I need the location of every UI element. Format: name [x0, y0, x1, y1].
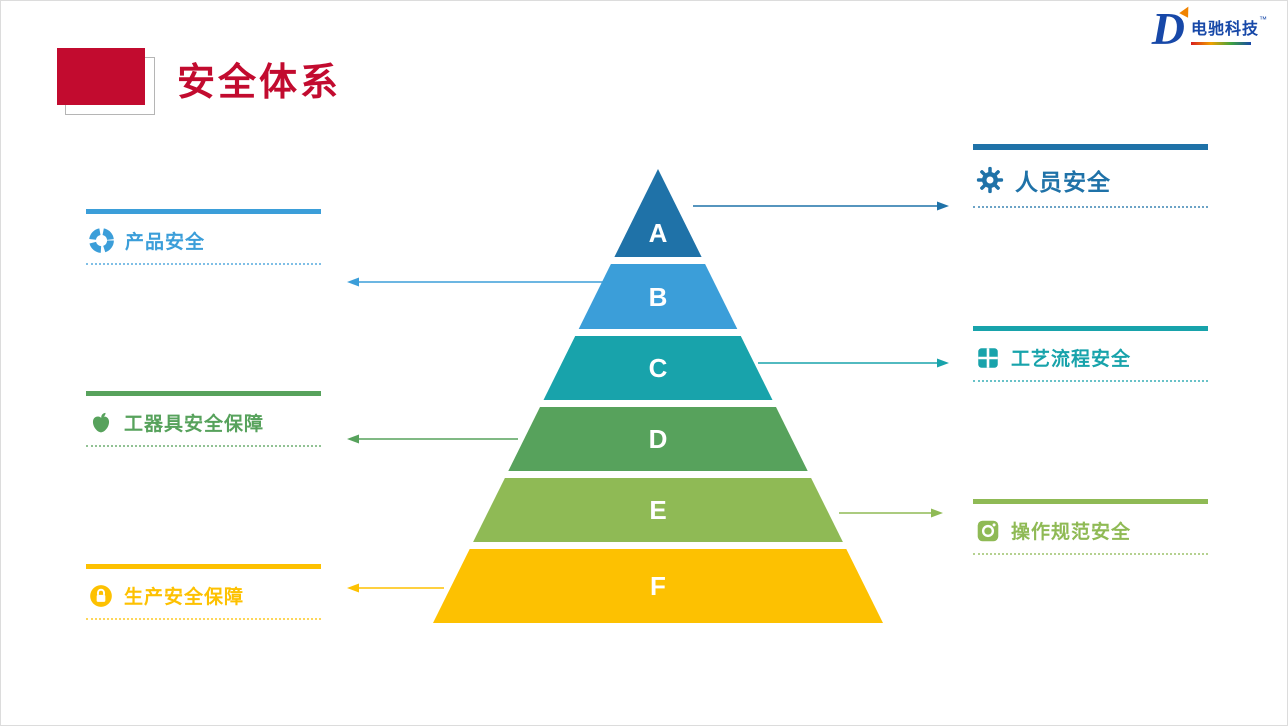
- pyramid-letter-b: B: [649, 282, 668, 312]
- arrowhead-d: [347, 434, 359, 444]
- callout-top-bar: [973, 144, 1208, 150]
- callout-dotted-line: [86, 445, 321, 447]
- callout-operation-safety: 操作规范安全: [973, 499, 1208, 555]
- callout-label: 生产安全保障: [124, 587, 245, 608]
- callout-label: 操作规范安全: [1011, 522, 1132, 543]
- pyramid-letter-f: F: [650, 571, 666, 601]
- callout-label: 人员安全: [1015, 169, 1111, 195]
- callout-dotted-line: [973, 380, 1208, 382]
- window-grid-icon: [978, 347, 998, 368]
- aperture-icon: [89, 228, 114, 253]
- callout-top-bar: [973, 499, 1208, 504]
- apple-icon: [92, 412, 110, 432]
- callout-personnel-safety: 人员安全: [973, 144, 1208, 208]
- callout-tools-safety: 工器具安全保障: [86, 391, 321, 447]
- arrowhead-a: [937, 201, 949, 211]
- arrowhead-f: [347, 583, 359, 593]
- logo-rainbow-bar: [1190, 42, 1251, 45]
- callout-label: 工艺流程安全: [1011, 349, 1132, 370]
- callout-dotted-line: [973, 206, 1208, 208]
- gear-icon: [976, 166, 1004, 194]
- callout-top-bar: [86, 391, 321, 396]
- logo-company-name: 电驰科技: [1190, 21, 1259, 38]
- camera-icon: [977, 520, 999, 541]
- logo-text-group: 电驰科技™: [1190, 15, 1267, 45]
- callout-product-safety: 产品安全: [86, 209, 321, 265]
- page-title: 安全体系: [177, 62, 342, 104]
- callout-dotted-line: [86, 263, 321, 265]
- pyramid-letter-a: A: [649, 218, 668, 248]
- pyramid-level-f: [433, 549, 883, 623]
- connector-arrows: [347, 201, 949, 593]
- arrowhead-c: [937, 358, 949, 368]
- pyramid-level-d: [508, 407, 808, 471]
- callout-top-bar: [86, 209, 321, 214]
- logo-d-mark: D: [1152, 4, 1193, 52]
- pyramid-letter-e: E: [649, 495, 666, 525]
- company-logo: D 电驰科技™: [1152, 4, 1267, 52]
- callout-process-safety: 工艺流程安全: [973, 326, 1208, 382]
- logo-tm-mark: ™: [1259, 15, 1267, 24]
- callout-label: 产品安全: [125, 232, 206, 253]
- arrowhead-e: [931, 508, 943, 518]
- callout-top-bar: [86, 564, 321, 569]
- pyramid-level-b: [578, 264, 738, 329]
- callout-label: 工器具安全保障: [124, 414, 265, 435]
- pyramid-letter-c: C: [649, 353, 668, 383]
- callout-dotted-line: [973, 553, 1208, 555]
- pyramid-level-c: [543, 336, 773, 400]
- callout-top-bar: [973, 326, 1208, 331]
- pyramid-letter-d: D: [649, 424, 668, 454]
- arrowhead-b: [347, 277, 359, 287]
- callout-production-safety: 生产安全保障: [86, 564, 321, 620]
- pyramid-level-e: [473, 478, 843, 542]
- lock-icon: [90, 584, 112, 607]
- title-accent-block: [57, 48, 145, 105]
- callout-dotted-line: [86, 618, 321, 620]
- pyramid-level-a: [614, 169, 702, 257]
